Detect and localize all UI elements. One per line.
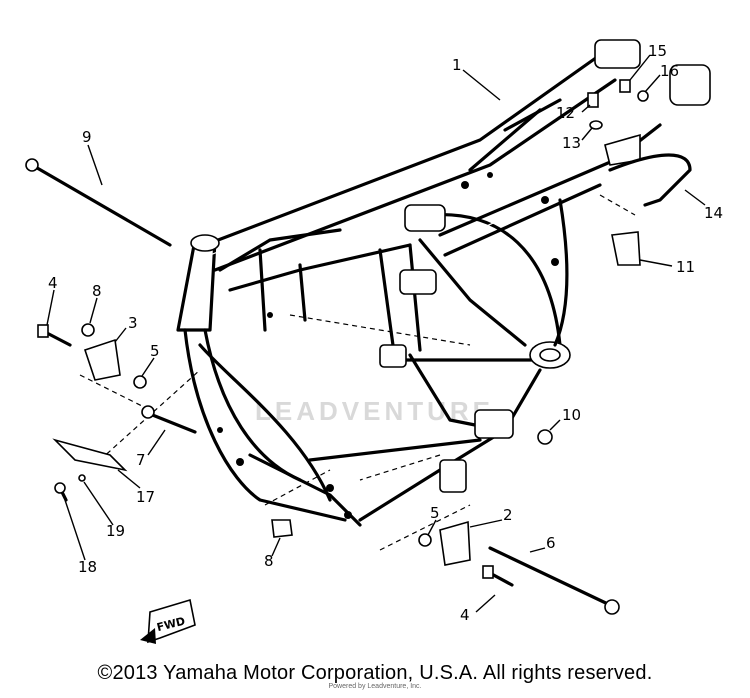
part-number: 4	[48, 274, 58, 292]
part-number: 7	[136, 451, 146, 469]
part-number: 4	[460, 606, 470, 624]
part-number: 3	[128, 314, 138, 332]
part-number: 18	[78, 558, 97, 576]
part-number: 6	[546, 534, 556, 552]
part-number: 10	[562, 406, 581, 424]
part-number: 16	[660, 62, 679, 80]
part-number: 2	[503, 506, 513, 524]
part-number: 11	[676, 258, 695, 276]
part-number: 5	[150, 342, 160, 360]
part-number: 8	[92, 282, 102, 300]
front-direction-marker: FWD	[140, 598, 196, 644]
part-number: 8	[264, 552, 274, 570]
leader-lines	[46, 54, 706, 613]
loose-parts	[25, 79, 692, 615]
part-number: 14	[704, 204, 723, 222]
part-number: 1	[452, 56, 462, 74]
part-number: 9	[82, 128, 92, 146]
part-number: 17	[136, 488, 155, 506]
copyright-notice: ©2013 Yamaha Motor Corporation, U.S.A. A…	[97, 662, 653, 684]
part-number: 13	[562, 134, 581, 152]
part-number: 12	[556, 104, 575, 122]
part-number: 5	[430, 504, 440, 522]
main-frame	[176, 39, 711, 527]
credit-line: Powered by Leadventure, Inc.	[328, 683, 422, 690]
assembly-guides	[79, 194, 636, 551]
part-numbers: 1 2 3 4 4 5 5 6 7 8 8 9 10 11 12 13 14 1…	[48, 42, 723, 624]
part-number: 15	[648, 42, 667, 60]
part-number: 19	[106, 522, 125, 540]
